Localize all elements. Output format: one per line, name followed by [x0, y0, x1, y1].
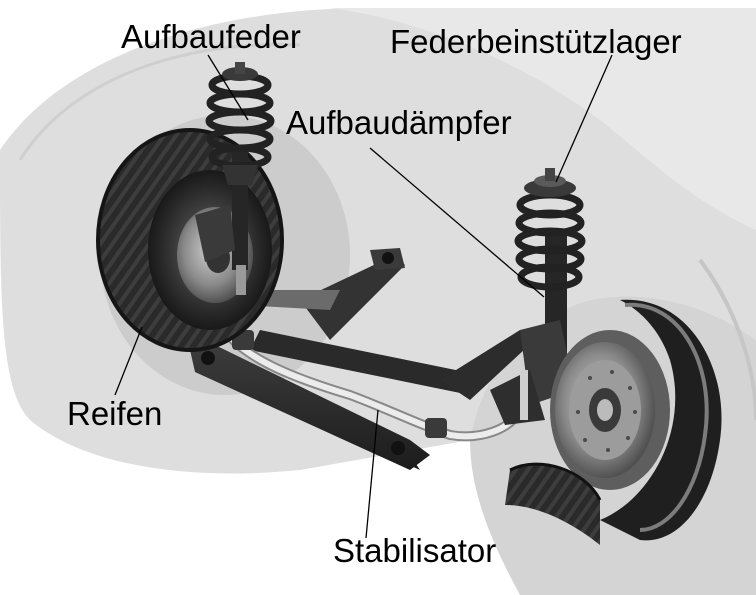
leader-lines: [114, 54, 613, 539]
leader-line-stabilizer: [365, 409, 379, 539]
leader-line-strut-mount: [555, 54, 613, 183]
label-damper: Aufbaudämpfer: [286, 104, 512, 141]
leader-line-tire: [114, 326, 143, 396]
leader-line-spring: [207, 54, 249, 121]
right-wheel: [505, 299, 722, 545]
label-tire: Reifen: [67, 395, 163, 432]
left-strut: [195, 62, 275, 295]
label-strut-mount: Federbeinstützlager: [390, 23, 682, 60]
label-stabilizer: Stabilisator: [333, 532, 497, 569]
label-spring: Aufbaufeder: [121, 18, 301, 55]
subframe: [190, 248, 540, 470]
leader-line-damper: [369, 147, 545, 298]
